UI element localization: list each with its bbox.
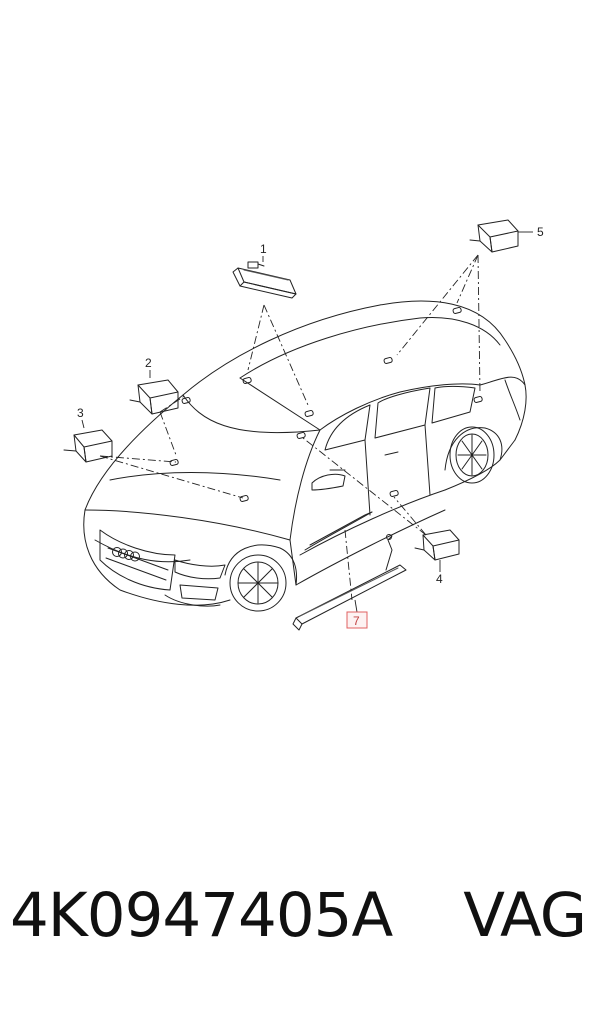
leader-lines [99, 254, 481, 601]
callout-7-box [346, 611, 368, 629]
callout-5: 5 [537, 225, 544, 239]
car-illustration [83, 300, 527, 612]
footer: 4K0947405A VAG [0, 880, 600, 990]
part-2-module [129, 379, 179, 415]
callout-7: 7 [353, 614, 360, 628]
callout-4: 4 [436, 572, 443, 586]
part-7-sill-strip [292, 534, 407, 631]
part-4-module [414, 529, 460, 561]
lamp-markers [169, 306, 483, 502]
part-1-lamp [232, 261, 297, 299]
callout-3: 3 [77, 406, 84, 420]
brand-label: VAG [463, 880, 587, 951]
callout-2: 2 [145, 356, 152, 370]
parts-diagram: 1 2 3 4 5 7 [63, 219, 544, 631]
part-3-module [63, 429, 113, 463]
part-number: 4K0947405A [10, 880, 393, 951]
callout-1: 1 [260, 242, 267, 256]
part-5-module [469, 219, 519, 253]
